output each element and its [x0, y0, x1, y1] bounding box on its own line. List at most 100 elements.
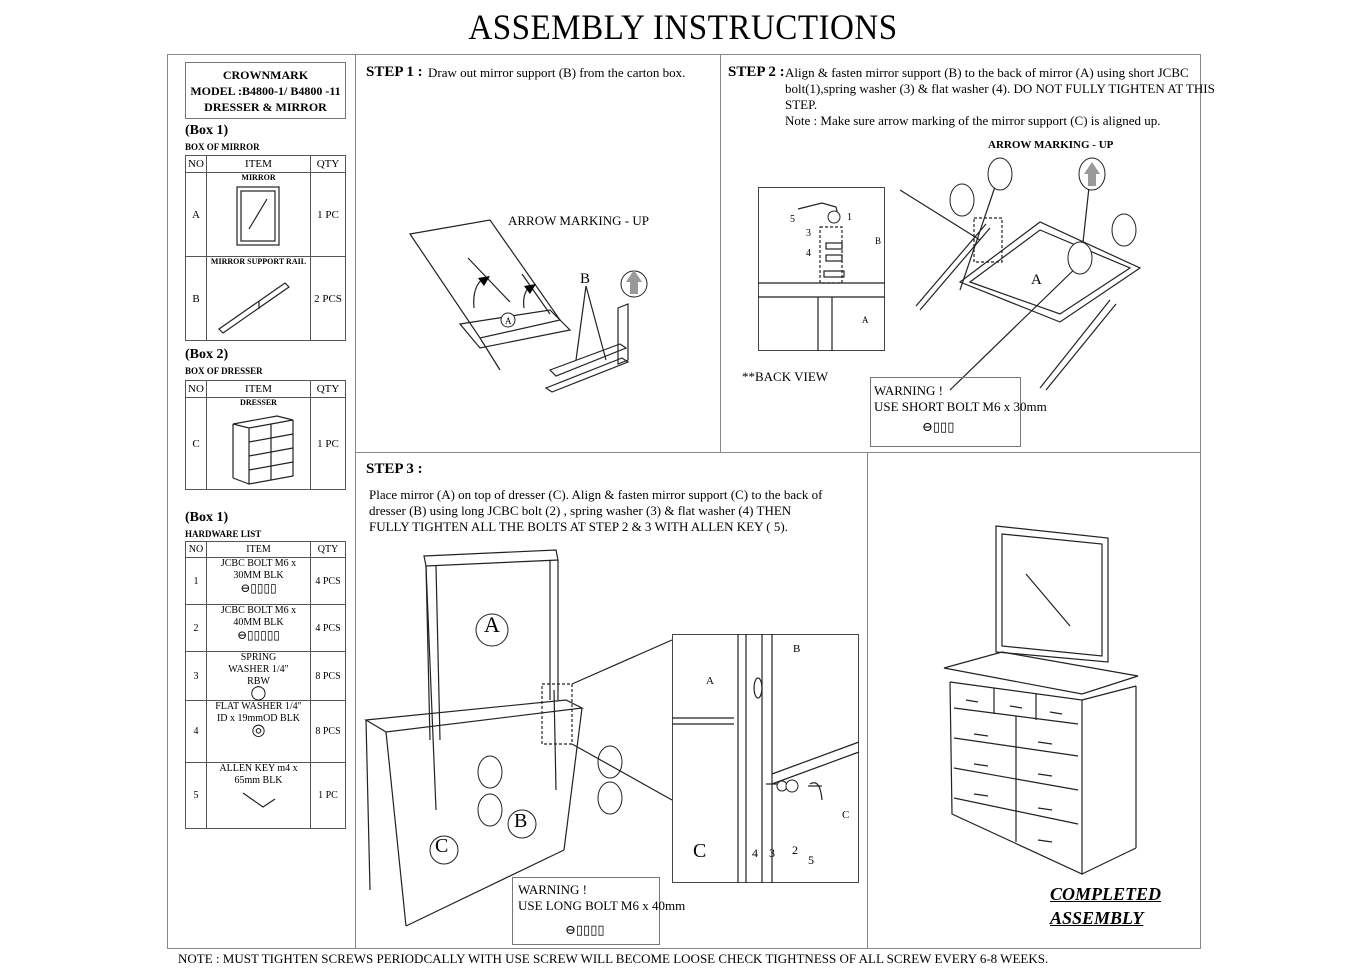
- bolt-icon: ⊖▯▯▯▯▯: [236, 628, 281, 642]
- step2-detail-illustration: [758, 202, 885, 351]
- step3-label: STEP 3 :: [366, 461, 423, 477]
- step3-detail-callout-b: B: [793, 643, 801, 655]
- step3-callout-c: C: [435, 835, 449, 857]
- step3-callout-4: 4: [752, 846, 758, 860]
- hardware-table: NO ITEM QTY 1 JCBC BOLT M6 x 30MM BLK⊖▯▯…: [185, 541, 346, 829]
- step2-warning-title: WARNING !: [874, 383, 943, 398]
- step3-callout-5: 5: [808, 853, 814, 867]
- item-label: DRESSER: [240, 398, 277, 407]
- table-row: B MIRROR SUPPORT RAIL 2 PCS: [185, 256, 346, 341]
- col-item: ITEM: [206, 541, 311, 558]
- step3-warning-text: USE LONG BOLT M6 x 40mm: [518, 898, 686, 913]
- col-no: NO: [185, 541, 207, 558]
- row-qty: 8 PCS: [310, 700, 346, 763]
- row-qty: 4 PCS: [310, 557, 346, 605]
- col-qty: QTY: [310, 155, 346, 173]
- table-row: 5 ALLEN KEY m4 x 65mm BLK 1 PC: [185, 762, 346, 829]
- step2-callout-3: 3: [806, 228, 811, 239]
- step2-label: STEP 2 :: [728, 64, 785, 80]
- step3-detail-box: [672, 634, 859, 883]
- step3-detail-illustration: [672, 634, 860, 883]
- row-no: 2: [185, 604, 207, 652]
- step1-callout-a: A: [505, 316, 512, 326]
- allen-key-icon: [242, 792, 275, 808]
- item-label: ALLEN KEY m4 x 65mm BLK: [219, 763, 298, 786]
- flat-washer-icon: ◎: [251, 722, 266, 739]
- step1-callout-b: B: [580, 271, 591, 287]
- step2-callout-a-main: A: [1031, 272, 1042, 288]
- step2-callout-5: 5: [790, 214, 795, 225]
- step3-detail-callout-c: C: [693, 840, 707, 862]
- divider-top-mid: [720, 54, 721, 453]
- row-qty: 1 PC: [310, 762, 346, 829]
- step2-callout-4: 4: [806, 248, 811, 259]
- page-title: ASSEMBLY INSTRUCTIONS: [468, 7, 898, 47]
- col-item: ITEM: [206, 380, 311, 398]
- row-qty: 2 PCS: [310, 256, 346, 341]
- support-rail-illustration: [218, 282, 290, 334]
- step3-text: Place mirror (A) on top of dresser (C). …: [369, 487, 823, 534]
- step2-detail-box: [758, 187, 885, 351]
- col-no: NO: [185, 155, 207, 173]
- item-label: MIRROR SUPPORT RAIL: [210, 257, 307, 266]
- bolt-icon: ⊖▯▯▯▯: [240, 581, 277, 595]
- row-qty: 8 PCS: [310, 651, 346, 701]
- item-label: MIRROR: [241, 173, 276, 182]
- divider-bottom-mid: [867, 452, 868, 949]
- step2-warning-text: USE SHORT BOLT M6 x 30mm: [874, 399, 1047, 414]
- model-header: CROWNMARK MODEL :B4800-1/ B4800 -11 DRES…: [185, 62, 346, 119]
- step1-arrow-marking: ARROW MARKING - UP: [508, 213, 649, 228]
- spring-washer-icon: ◯: [250, 686, 267, 701]
- row-qty: 1 PC: [310, 397, 346, 490]
- completed-dresser-illustration: [943, 525, 1139, 875]
- box2-subtitle: BOX OF DRESSER: [185, 366, 263, 376]
- col-item: ITEM: [206, 155, 311, 173]
- long-bolt-icon: ⊖▯▯▯▯: [565, 922, 605, 937]
- step2-back-view: **BACK VIEW: [742, 369, 829, 384]
- step1-illustration: [408, 219, 648, 393]
- box1-subtitle: BOX OF MIRROR: [185, 142, 260, 152]
- row-no: 3: [185, 651, 207, 701]
- step3-callout-b: B: [514, 810, 528, 832]
- completed-assembly-label: COMPLETED ASSEMBLY: [1050, 884, 1162, 928]
- step2-callout-a-detail: A: [862, 315, 869, 325]
- item-label: FLAT WASHER 1/4" ID x 19mmOD BLK: [215, 701, 302, 724]
- footer-note: NOTE : MUST TIGHTEN SCREWS PERIODCALLY W…: [178, 951, 1049, 966]
- col-no: NO: [185, 380, 207, 398]
- col-qty: QTY: [310, 541, 346, 558]
- step1-text: Draw out mirror support (B) from the car…: [428, 65, 686, 80]
- table-row: 3 SPRING WASHER 1/4" RBW◯ 8 PCS: [185, 651, 346, 701]
- outer-frame: [167, 54, 1201, 949]
- product-name: DRESSER & MIRROR: [204, 100, 327, 114]
- step2-arrow-marking: ARROW MARKING - UP: [988, 139, 1114, 151]
- row-no: 1: [185, 557, 207, 605]
- divider-horizontal: [355, 452, 1201, 453]
- hardware-box-title: (Box 1): [185, 510, 229, 525]
- row-no: 4: [185, 700, 207, 763]
- table-row: 1 JCBC BOLT M6 x 30MM BLK⊖▯▯▯▯ 4 PCS: [185, 557, 346, 605]
- box1-table: NO ITEM QTY A MIRROR 1 PC B MIRROR SUPPO…: [185, 155, 346, 341]
- short-bolt-icon: ⊖▯▯▯: [922, 419, 955, 434]
- table-row: 2 JCBC BOLT M6 x 40MM BLK⊖▯▯▯▯▯ 4 PCS: [185, 604, 346, 652]
- step2-callout-1: 1: [847, 212, 852, 223]
- hardware-subtitle: HARDWARE LIST: [185, 529, 262, 539]
- step3-callout-2: 2: [792, 843, 798, 857]
- row-no: 5: [185, 762, 207, 829]
- row-no: C: [185, 397, 207, 490]
- dresser-illustration: [232, 415, 294, 485]
- row-no: B: [185, 256, 207, 341]
- table-row: A MIRROR 1 PC: [185, 172, 346, 257]
- step3-warning-box: [512, 877, 660, 945]
- row-no: A: [185, 172, 207, 257]
- step3-warning-title: WARNING !: [518, 882, 587, 897]
- step2-warning-box: [870, 377, 1021, 447]
- item-label: SPRING WASHER 1/4" RBW: [228, 652, 289, 687]
- mirror-illustration: [236, 186, 280, 246]
- step3-main-illustration: [364, 549, 673, 927]
- item-label: JCBC BOLT M6 x 40MM BLK: [220, 605, 297, 628]
- step3-callout-a: A: [484, 612, 500, 637]
- step2-text: Align & fasten mirror support (B) to the…: [785, 65, 1215, 128]
- model-number: MODEL :B4800-1/ B4800 -11: [190, 84, 341, 98]
- table-row: 4 FLAT WASHER 1/4" ID x 19mmOD BLK◎ 8 PC…: [185, 700, 346, 763]
- col-qty: QTY: [310, 380, 346, 398]
